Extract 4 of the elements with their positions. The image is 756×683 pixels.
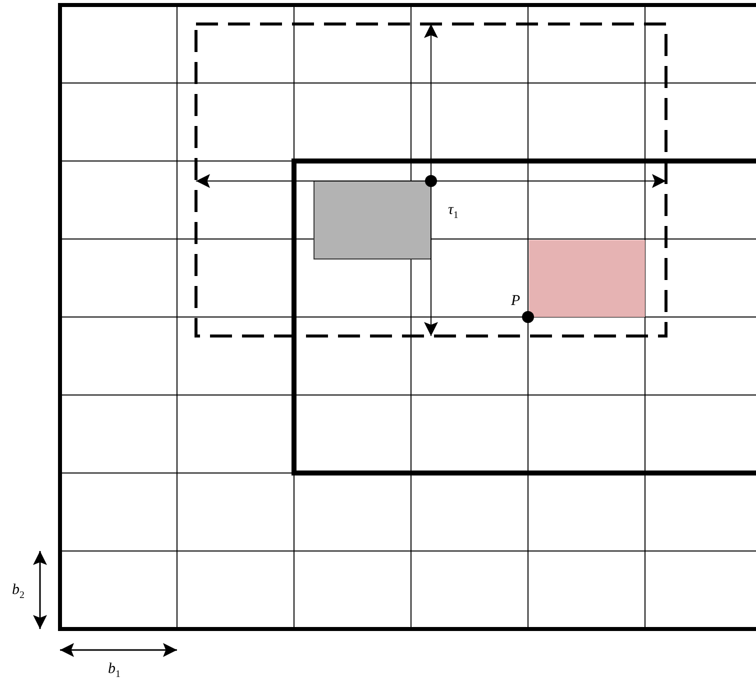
math-label: b$_{2}$ (12, 583, 24, 601)
math-label: τ$_{1}$ (448, 203, 458, 221)
math-label: P (511, 294, 520, 309)
math-label: b$_{1}$ (108, 662, 120, 680)
